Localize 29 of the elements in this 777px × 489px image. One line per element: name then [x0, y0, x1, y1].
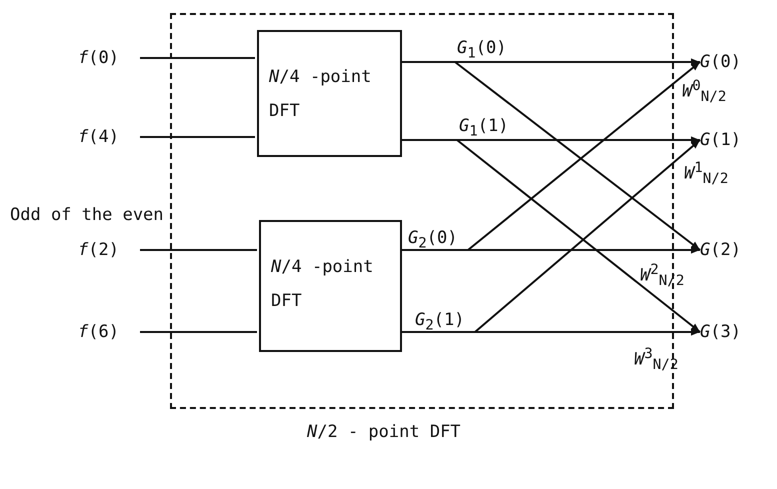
signal-label: G(2)	[700, 236, 760, 264]
block-label: N/4 -point DFT	[269, 66, 372, 123]
arrow	[457, 136, 700, 144]
signal-label: G$_{1}$(1)	[459, 110, 521, 142]
signal-label: G(1)	[700, 126, 760, 154]
signal-label: G(0)	[700, 48, 760, 76]
arrow	[468, 246, 700, 254]
arrow	[475, 328, 700, 336]
signal-line	[400, 61, 455, 63]
signal-line	[400, 331, 475, 333]
signal-line	[140, 57, 255, 59]
signal-label: G$_{2}$(1)	[415, 306, 477, 334]
signal-line	[140, 331, 257, 333]
signal-label: f(0)	[78, 44, 140, 72]
dft-title: N/2 - point DFT	[307, 422, 461, 442]
signal-line	[400, 139, 457, 141]
signal-line	[140, 136, 255, 138]
signal-label: G$_{1}$(0)	[457, 32, 519, 64]
signal-label: f(4)	[78, 123, 140, 151]
dft-block	[257, 30, 402, 157]
arrow	[455, 58, 700, 66]
dft-block	[259, 220, 402, 352]
signal-label: G(3)	[700, 318, 760, 346]
signal-line	[140, 249, 257, 251]
signal-label: f(2)	[78, 236, 140, 264]
block-label: N/4 -point DFT	[271, 256, 374, 313]
signal-label: G$_{2}$(0)	[408, 224, 470, 252]
signal-label: f(6)	[78, 318, 140, 346]
signal-line	[400, 249, 468, 251]
